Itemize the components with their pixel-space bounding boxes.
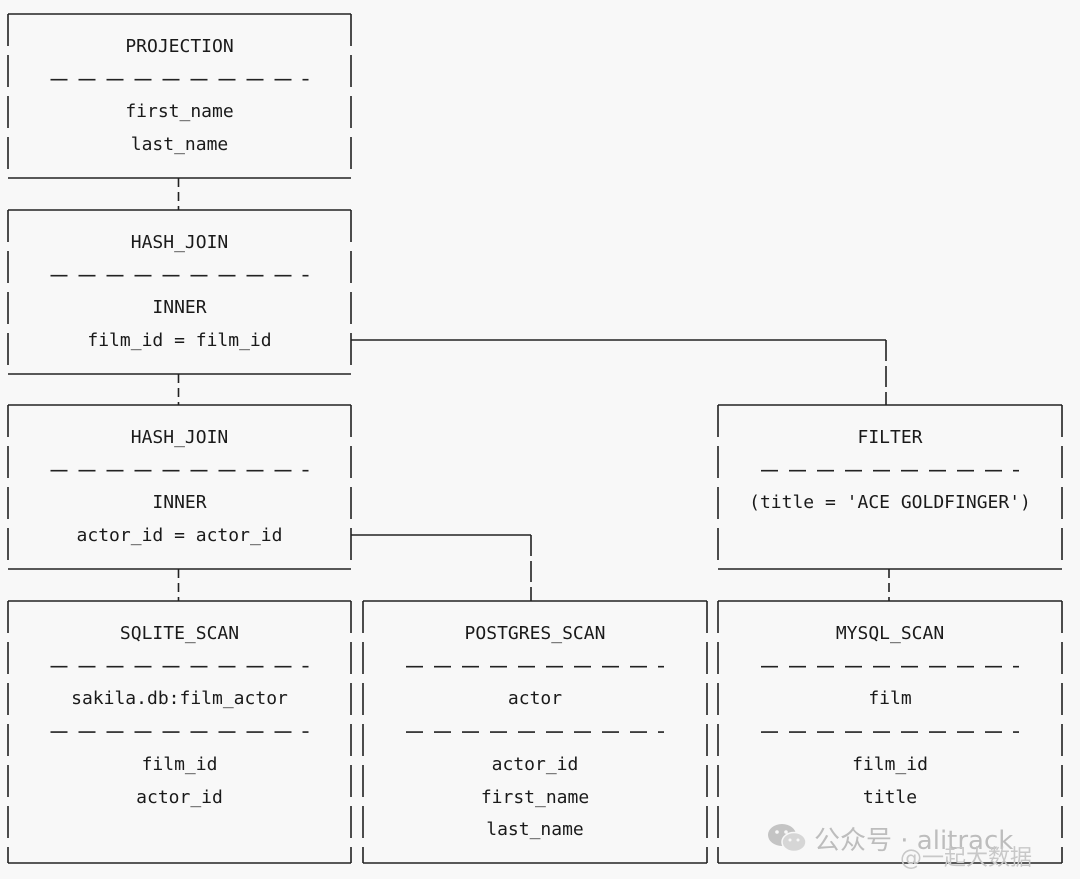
edge-hash-join-2-to-postgres-scan — [351, 534, 532, 601]
mysql-scan-field: title — [862, 786, 918, 808]
postgres-scan-field: actor_id — [491, 753, 579, 775]
hash-join-1-title: HASH_JOIN — [130, 232, 229, 253]
postgres-scan-box — [362, 600, 708, 864]
projection-title: PROJECTION — [125, 36, 234, 57]
hash-join-2-field: INNER — [152, 492, 207, 514]
postgres-scan-field: last_name — [486, 819, 584, 841]
watermark-secondary: @一起大数据 — [900, 846, 1033, 871]
hash-join-1-field: film_id = film_id — [87, 330, 272, 352]
edges-layer — [177, 178, 890, 601]
watermark-text: 公众号 · alitrack — [814, 825, 1014, 856]
sqlite-scan-title: SQLITE_SCAN — [119, 623, 240, 644]
projection-field: last_name — [130, 134, 229, 156]
hash-join-2-field: actor_id = actor_id — [76, 525, 283, 547]
sqlite-scan-field: sakila.db:film_actor — [71, 688, 288, 710]
postgres-scan-field: actor — [507, 688, 563, 710]
filter-box — [717, 404, 1063, 570]
projection-field: first_name — [125, 101, 234, 123]
sqlite-scan-field: film_id — [141, 753, 218, 775]
hash-join-1-field: INNER — [152, 297, 207, 319]
hash-join-2-box — [7, 404, 352, 570]
mysql-scan-field: film — [868, 688, 912, 710]
mysql-scan-box — [717, 600, 1063, 864]
mysql-scan-field: film_id — [852, 753, 928, 775]
sqlite-scan-field: actor_id — [136, 786, 223, 808]
postgres-scan-field: first_name — [480, 786, 590, 808]
wechat-icon — [768, 824, 807, 853]
hash-join-2-title: HASH_JOIN — [130, 427, 229, 448]
boxes-layer — [7, 13, 1063, 864]
watermark: 公众号 · alitrack — [766, 818, 1013, 858]
postgres-scan-title: POSTGRES_SCAN — [464, 623, 606, 644]
projection-box — [7, 13, 352, 179]
hash-join-1-box — [7, 209, 352, 375]
edge-hash-join-1-to-filter — [351, 339, 887, 405]
mysql-scan-title: MYSQL_SCAN — [835, 623, 945, 644]
sqlite-scan-box — [7, 600, 352, 864]
filter-title: FILTER — [857, 427, 923, 448]
filter-field: (title = 'ACE GOLDFINGER') — [749, 492, 1031, 514]
